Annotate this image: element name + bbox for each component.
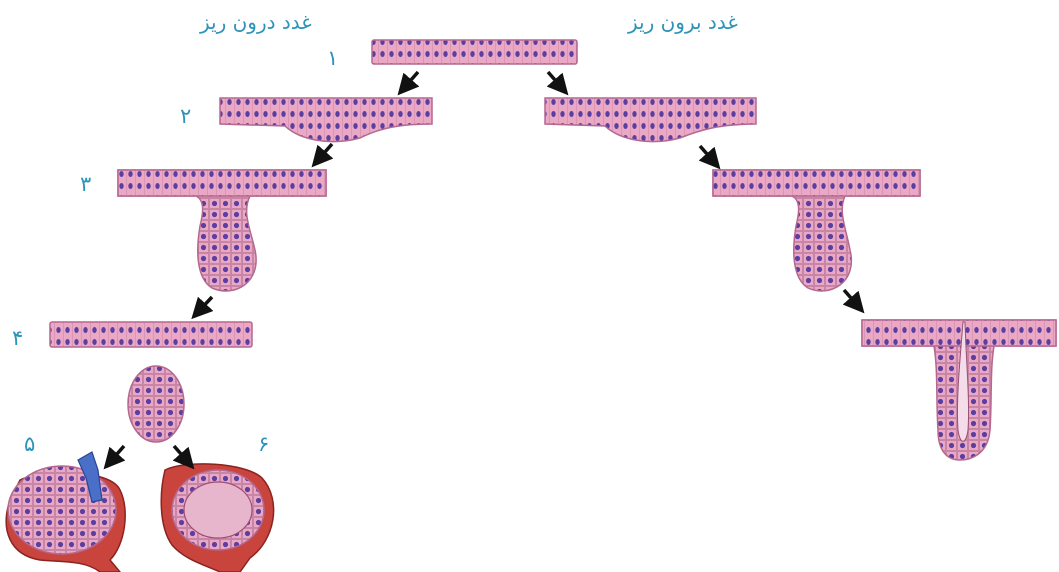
epithelium-stage-2-endocrine [220, 98, 432, 142]
arrow-1-to-2-exocrine [548, 72, 562, 88]
arrow-4-to-5 [110, 446, 124, 462]
arrow-3-to-4-endocrine [198, 297, 212, 312]
epithelium-stage-1 [372, 40, 577, 64]
arrow-2-to-3-exocrine [700, 146, 714, 162]
epithelium-stage-4-endocrine [50, 322, 252, 347]
arrow-2-to-3-endocrine [318, 144, 332, 160]
arrow-4-to-6 [174, 446, 188, 462]
arrow-1-to-2-endocrine [404, 72, 418, 88]
arrow-3-to-final-exocrine [844, 290, 858, 306]
endocrine-gland-stage-5 [6, 452, 125, 572]
endocrine-follicle-stage-6 [161, 464, 273, 572]
epithelium-stage-2-exocrine [545, 98, 756, 142]
detached-cell-cluster [128, 366, 184, 442]
